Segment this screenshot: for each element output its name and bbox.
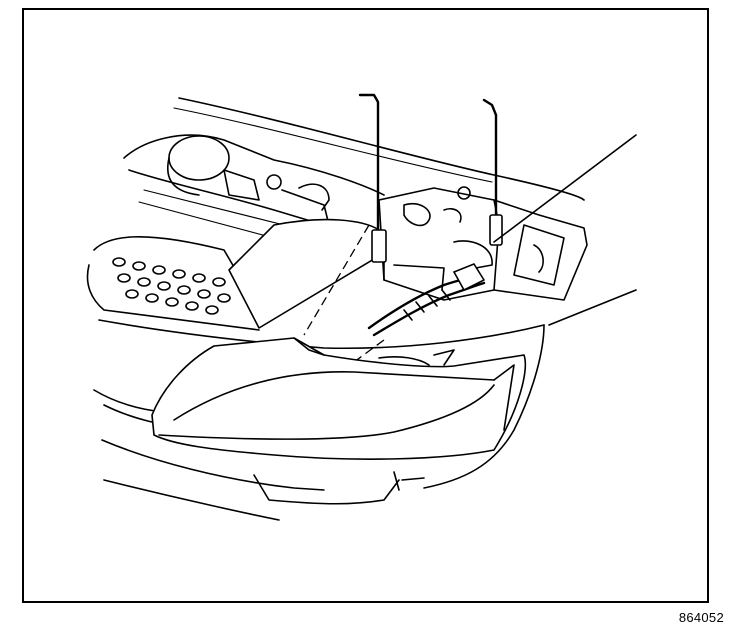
figure-code: 864052: [678, 610, 724, 625]
hood-edge: [173, 97, 585, 201]
illustration-frame: [22, 8, 709, 603]
headlamp-assembly: [151, 337, 527, 460]
callout-leaders: [493, 134, 637, 326]
grille: [86, 236, 260, 331]
radiator-support: [123, 134, 385, 239]
fender-trim: [228, 218, 390, 329]
alignment-lines: [303, 224, 385, 363]
grille-slots: [112, 257, 231, 315]
headlamp-removal-illustration: [86, 93, 637, 521]
front-fascia: [93, 319, 545, 521]
wiring-harness: [367, 263, 486, 337]
